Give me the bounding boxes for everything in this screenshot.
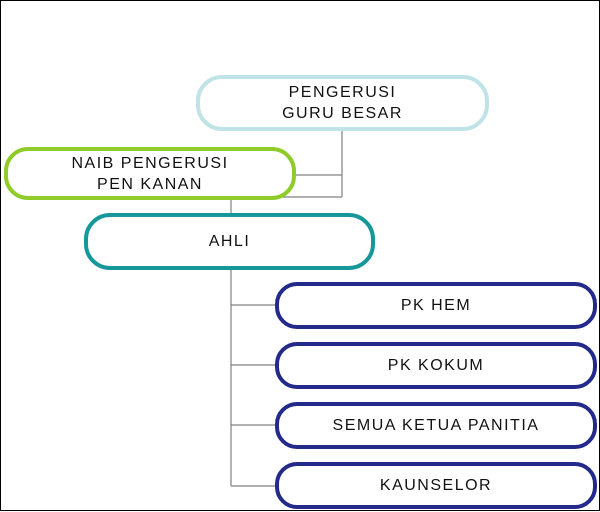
node-unit: PK KOKUM xyxy=(275,342,597,389)
node-unit-label: PK KOKUM xyxy=(387,357,485,374)
node-chair: PENGERUSI GURU BESAR xyxy=(196,75,489,131)
node-vice-line1: NAIB PENGERUSI xyxy=(71,154,229,172)
node-unit-label: SEMUA KETUA PANITIA xyxy=(332,417,540,434)
node-members: AHLI xyxy=(84,213,375,270)
node-unit-label: KAUNSELOR xyxy=(379,477,493,494)
node-chair-line1: PENGERUSI xyxy=(288,84,397,101)
node-vice-line2: PEN KANAN xyxy=(97,175,203,193)
node-members-label: AHLI xyxy=(208,233,251,250)
node-unit: SEMUA KETUA PANITIA xyxy=(275,402,597,449)
node-vice: NAIB PENGERUSI PEN KANAN xyxy=(4,147,296,200)
node-unit: PK HEM xyxy=(275,282,597,329)
node-chair-line2: GURU BESAR xyxy=(282,105,403,122)
node-unit: KAUNSELOR xyxy=(275,462,597,509)
node-unit-label: PK HEM xyxy=(400,297,472,314)
